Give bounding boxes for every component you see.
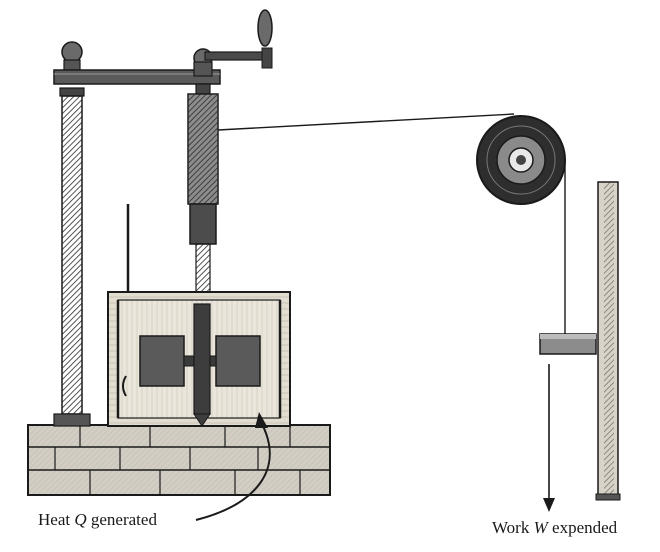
work-label-suffix: expended xyxy=(547,518,618,537)
work-expended-label: Work W expended xyxy=(492,518,617,538)
heat-arrow xyxy=(195,412,271,521)
heat-symbol: Q xyxy=(74,510,87,529)
height-scale xyxy=(595,181,621,501)
winding-drum xyxy=(187,83,219,305)
pulley-wheel xyxy=(476,115,566,205)
work-arrow xyxy=(543,364,555,512)
thermometer xyxy=(125,204,131,303)
heat-label-prefix: Heat xyxy=(38,510,75,529)
heat-generated-label: Heat Q generated xyxy=(38,510,157,530)
support-column xyxy=(53,41,91,427)
heat-label-suffix: generated xyxy=(86,510,157,529)
work-label-prefix: Work xyxy=(492,518,534,537)
crank-handle xyxy=(193,9,273,77)
calorimeter-vessel xyxy=(107,291,291,427)
work-symbol: W xyxy=(533,518,548,537)
cord xyxy=(217,113,566,334)
crossbar xyxy=(53,69,221,85)
falling-weight xyxy=(539,333,597,355)
brick-base xyxy=(27,424,331,496)
